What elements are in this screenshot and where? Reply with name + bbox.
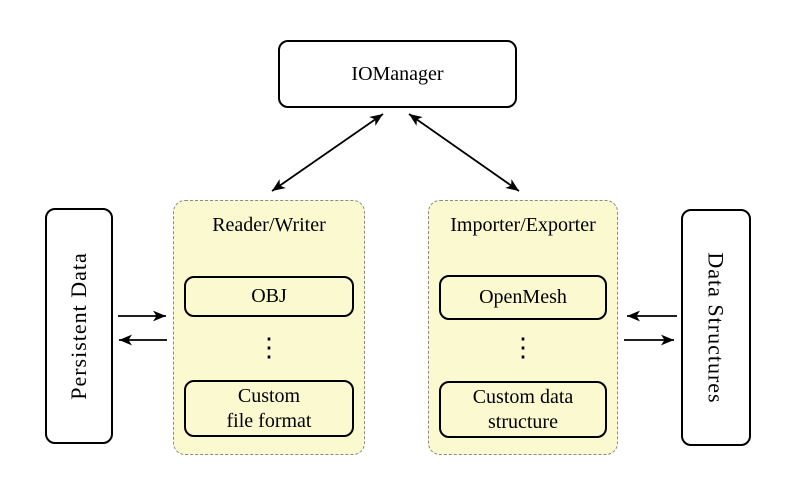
iomanager-label: IOManager xyxy=(351,62,444,85)
openmesh-label: OpenMesh xyxy=(479,286,567,308)
vertical-ellipsis-left: ⋮ xyxy=(256,333,282,362)
persistent-data-node: Persistent Data xyxy=(45,208,113,444)
iomanager-node: IOManager xyxy=(278,40,517,108)
vertical-ellipsis-right: ⋮ xyxy=(510,333,536,362)
arrow-iomanager-readerwriter xyxy=(271,113,384,192)
custom-data-structure-label: Custom data structure xyxy=(472,385,574,433)
custom-file-format-node: Custom file format xyxy=(184,380,354,437)
importer-exporter-title: Importer/Exporter xyxy=(450,214,596,236)
custom-file-format-label: Custom file format xyxy=(226,384,312,432)
arrow-iomanager-importerexporter xyxy=(408,113,520,192)
importer-exporter-group: Importer/Exporter OpenMesh ⋮ Custom data… xyxy=(428,200,618,455)
openmesh-node: OpenMesh xyxy=(439,275,607,320)
reader-writer-group: Reader/Writer OBJ ⋮ Custom file format xyxy=(173,200,365,455)
obj-label: OBJ xyxy=(251,285,287,307)
persistent-data-label: Persistent Data xyxy=(66,252,91,400)
data-structures-label: Data Structures xyxy=(704,251,730,404)
reader-writer-title: Reader/Writer xyxy=(212,214,326,236)
data-structures-node: Data Structures xyxy=(681,209,751,446)
custom-data-structure-node: Custom data structure xyxy=(439,381,607,438)
obj-node: OBJ xyxy=(184,276,354,317)
